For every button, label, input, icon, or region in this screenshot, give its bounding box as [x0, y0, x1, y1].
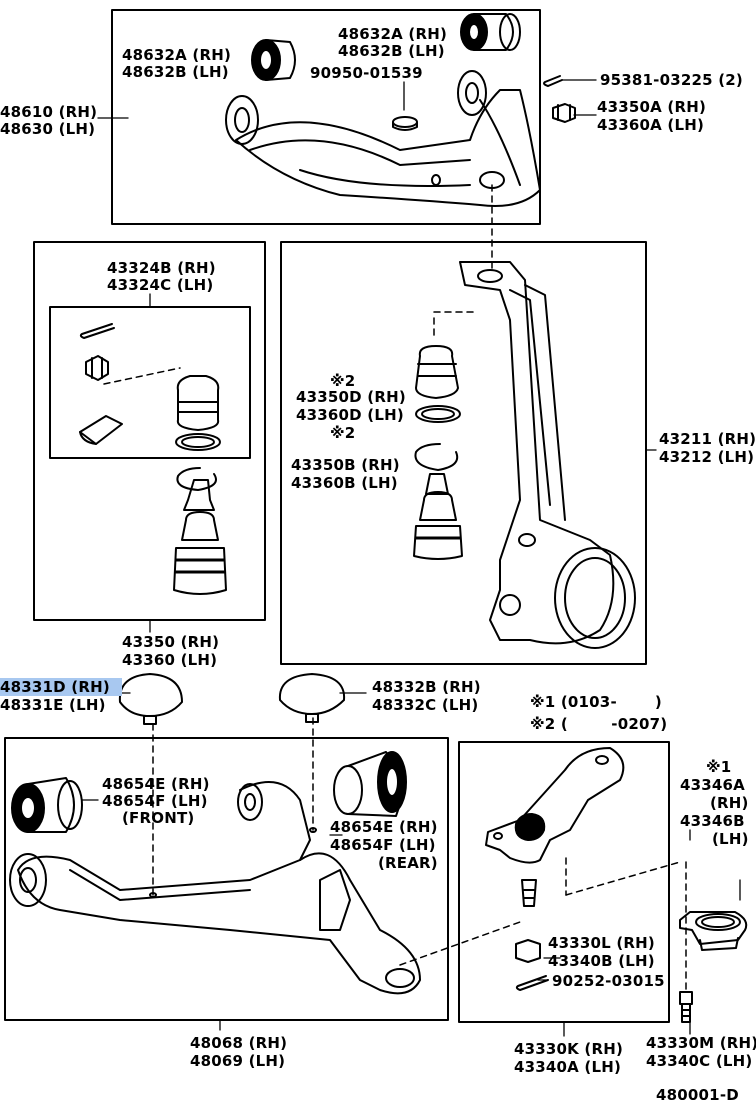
label-43340b[interactable]: 43340B (LH) — [548, 952, 655, 970]
cotter-pin-upper — [543, 75, 563, 87]
ball-joint-43350b — [413, 473, 463, 560]
bushing-lower-rear — [333, 751, 407, 817]
label-43346a[interactable]: 43346A — [680, 776, 745, 794]
label-48069[interactable]: 48069 (LH) — [190, 1052, 286, 1070]
label-43346b-lh: (LH) — [712, 830, 749, 848]
mark-2-upper: ※2 — [330, 372, 356, 390]
cap-90950 — [392, 116, 418, 131]
mark-1: ※1 — [706, 758, 732, 776]
label-43350a[interactable]: 43350A (RH) — [597, 98, 707, 116]
label-48630[interactable]: 48630 (LH) — [0, 120, 96, 138]
label-48654f-rear[interactable]: 48654F (LH) — [330, 836, 436, 854]
snap-ring-43350b — [414, 443, 459, 471]
label-48632a-left[interactable]: 48632A (RH) — [122, 46, 232, 64]
label-43330k[interactable]: 43330K (RH) — [514, 1040, 624, 1058]
grease-packet — [79, 415, 123, 445]
label-48331e[interactable]: 48331E (LH) — [0, 696, 106, 714]
label-48632a-top[interactable]: 48632A (RH) — [338, 25, 448, 43]
snap-ring-kit — [176, 467, 217, 491]
label-43350b[interactable]: 43350B (RH) — [291, 456, 400, 474]
label-48654e-front[interactable]: 48654E (RH) — [102, 775, 210, 793]
cotter-pin-lower — [515, 975, 549, 991]
drawing-code: 480001-D — [656, 1086, 739, 1104]
label-43350[interactable]: 43350 (RH) — [122, 633, 220, 651]
frame-ball-joint-inner — [49, 306, 251, 459]
boot-kit — [176, 375, 220, 431]
ring-43350d — [415, 405, 461, 423]
ring-kit — [175, 433, 221, 451]
bushing-upper-left — [251, 39, 296, 81]
label-43212[interactable]: 43212 (LH) — [659, 448, 755, 466]
label-rear: (REAR) — [378, 854, 438, 872]
label-43340c[interactable]: 43340C (LH) — [646, 1052, 753, 1070]
label-48632b-left[interactable]: 48632B (LH) — [122, 63, 229, 81]
label-43340a[interactable]: 43340A (LH) — [514, 1058, 622, 1076]
bracket-43346 — [679, 911, 748, 951]
label-43346a-rh: (RH) — [710, 794, 749, 812]
label-48332c[interactable]: 48332C (LH) — [372, 696, 479, 714]
label-90252[interactable]: 90252-03015 — [552, 972, 665, 990]
label-43324b[interactable]: 43324B (RH) — [107, 259, 216, 277]
castle-nut-kit — [85, 355, 109, 381]
label-43324c[interactable]: 43324C (LH) — [107, 276, 214, 294]
mark-2-lower: ※2 — [330, 424, 356, 442]
upper-control-arm — [225, 70, 541, 207]
lower-ball-joint-43330k — [485, 747, 625, 907]
ball-joint-43350 — [173, 479, 227, 595]
label-43360b[interactable]: 43360B (LH) — [291, 474, 398, 492]
cotter-pin-kit — [79, 323, 115, 339]
label-43330l[interactable]: 43330L (RH) — [548, 934, 655, 952]
label-43360a[interactable]: 43360A (LH) — [597, 116, 705, 134]
label-43360d[interactable]: 43360D (LH) — [296, 406, 404, 424]
bushing-lower-front — [11, 777, 83, 833]
label-48331d-highlighted[interactable]: 48331D (RH) — [0, 678, 122, 696]
label-48654e-rear[interactable]: 48654E (RH) — [330, 818, 438, 836]
boot-48332 — [278, 673, 346, 723]
label-43350d[interactable]: 43350D (RH) — [296, 388, 406, 406]
label-48068[interactable]: 48068 (RH) — [190, 1034, 288, 1052]
castle-nut-upper — [552, 103, 576, 123]
label-95381[interactable]: 95381-03225 (2) — [600, 71, 743, 89]
label-front: (FRONT) — [122, 809, 195, 827]
note-1-date-range: ※1 (0103- ) — [530, 693, 662, 711]
label-48610[interactable]: 48610 (RH) — [0, 103, 98, 121]
bushing-upper-right — [460, 13, 521, 51]
label-48654f-front[interactable]: 48654F (LH) — [102, 792, 208, 810]
assembly-dashes — [103, 184, 687, 991]
label-48632b-top[interactable]: 48632B (LH) — [338, 42, 445, 60]
label-48332b[interactable]: 48332B (RH) — [372, 678, 481, 696]
bolt-43330m — [679, 991, 693, 1023]
note-2-date-range: ※2 ( -0207) — [530, 715, 668, 733]
frame-lower-arm — [4, 737, 449, 1021]
label-43360[interactable]: 43360 (LH) — [122, 651, 218, 669]
label-90950[interactable]: 90950-01539 — [310, 64, 423, 82]
castle-nut-lower — [515, 939, 541, 963]
label-43330m[interactable]: 43330M (RH) — [646, 1034, 756, 1052]
boot-43350d — [415, 345, 459, 399]
label-43211[interactable]: 43211 (RH) — [659, 430, 756, 448]
boot-48331 — [118, 673, 183, 725]
label-43346b[interactable]: 43346B — [680, 812, 745, 830]
frame-knuckle — [280, 241, 647, 665]
frame-upper-arm — [111, 9, 541, 225]
lower-control-arm — [9, 781, 421, 995]
steering-knuckle — [459, 261, 636, 649]
